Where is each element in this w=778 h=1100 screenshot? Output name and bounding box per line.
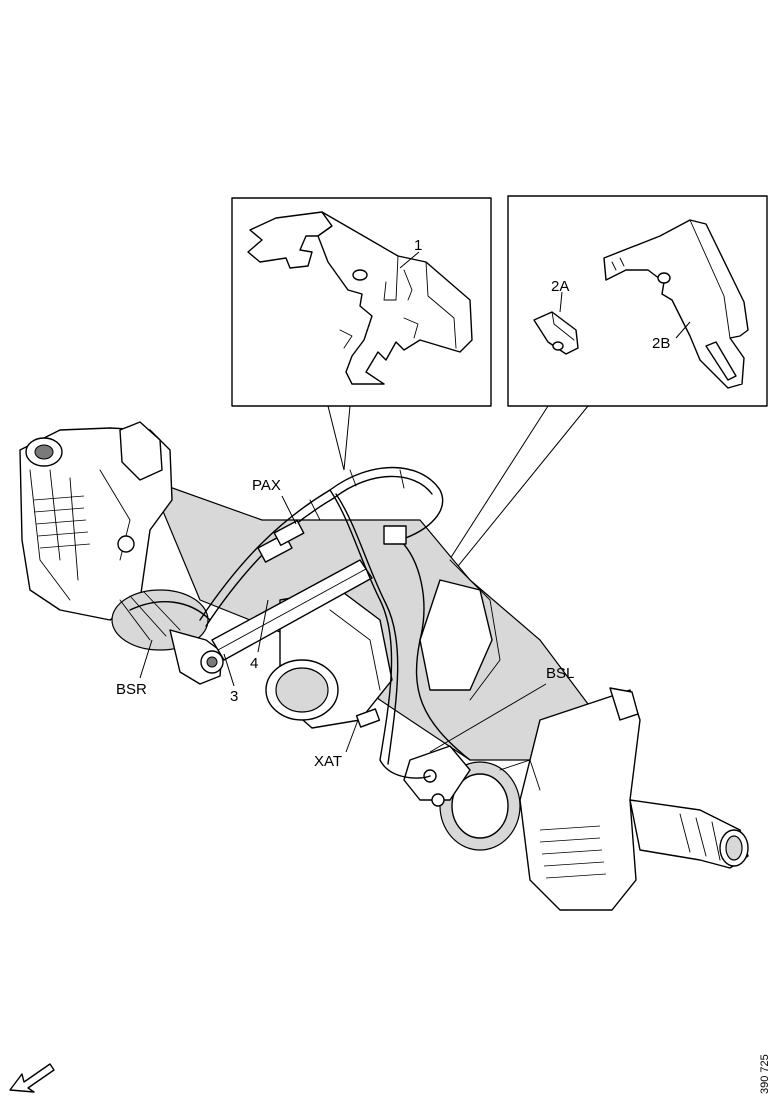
callout-pax: PAX [252, 477, 297, 525]
wiring-harness [129, 466, 471, 779]
bracket-1-label: 1 [414, 237, 422, 254]
item-3-label: 3 [230, 688, 238, 705]
callout-bsr: BSR [116, 639, 153, 698]
differential-housing [265, 559, 501, 729]
part-2b-drawing [603, 219, 749, 389]
rear-axle-assembly [19, 421, 749, 911]
pax-label: PAX [252, 477, 281, 494]
callout-xat: XAT [314, 719, 359, 770]
part-2b-label: 2B [652, 335, 670, 352]
left-hub-brake-assembly [19, 421, 173, 621]
part-2a-label: 2A [551, 278, 569, 295]
bracket-1-leader [399, 251, 420, 269]
callout-item-3: 3 [223, 653, 238, 705]
left-brake-chamber [111, 589, 224, 685]
bsl-label: BSL [546, 665, 574, 682]
inset-left-bracket-1: 1 [231, 197, 492, 407]
inset-right-parts-2: 2A 2B [507, 195, 768, 407]
item-4-label: 4 [250, 655, 258, 672]
xat-label: XAT [314, 753, 342, 770]
callout-bsl: BSL [429, 665, 574, 753]
reference-code: 390 725 [759, 1054, 771, 1094]
bsr-label: BSR [116, 681, 147, 698]
cross-tie-bar [211, 559, 373, 661]
front-direction-arrow-icon [9, 1063, 55, 1093]
right-brake-chamber [403, 745, 541, 851]
part-2a-leader [559, 291, 563, 313]
right-hub-brake-assembly [519, 687, 749, 911]
part-2a-drawing [533, 311, 579, 355]
part-2b-leader [675, 321, 691, 339]
bracket-1-drawing [247, 211, 473, 385]
callout-item-4: 4 [250, 599, 269, 672]
